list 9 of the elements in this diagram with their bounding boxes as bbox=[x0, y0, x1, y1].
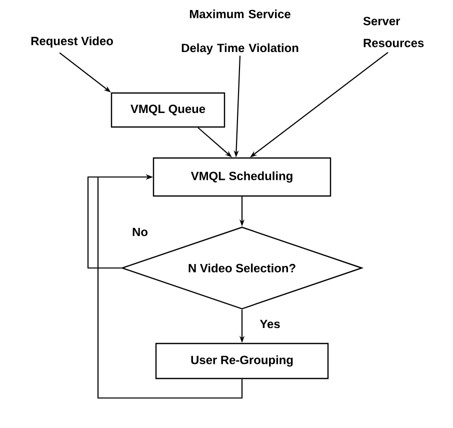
process-box: User Re-Grouping bbox=[155, 342, 329, 380]
caption-text: Server Resources bbox=[363, 16, 424, 48]
process-box: VMQL Scheduling bbox=[152, 157, 332, 197]
edge-label: No bbox=[131, 226, 149, 238]
process-box: VMQL Queue bbox=[110, 92, 226, 128]
caption-text: Request Video bbox=[31, 36, 113, 48]
edge-label: Yes bbox=[258, 318, 282, 330]
arrow bbox=[97, 174, 243, 399]
caption-text: Maximum Service Delay Time Violation bbox=[182, 10, 298, 55]
